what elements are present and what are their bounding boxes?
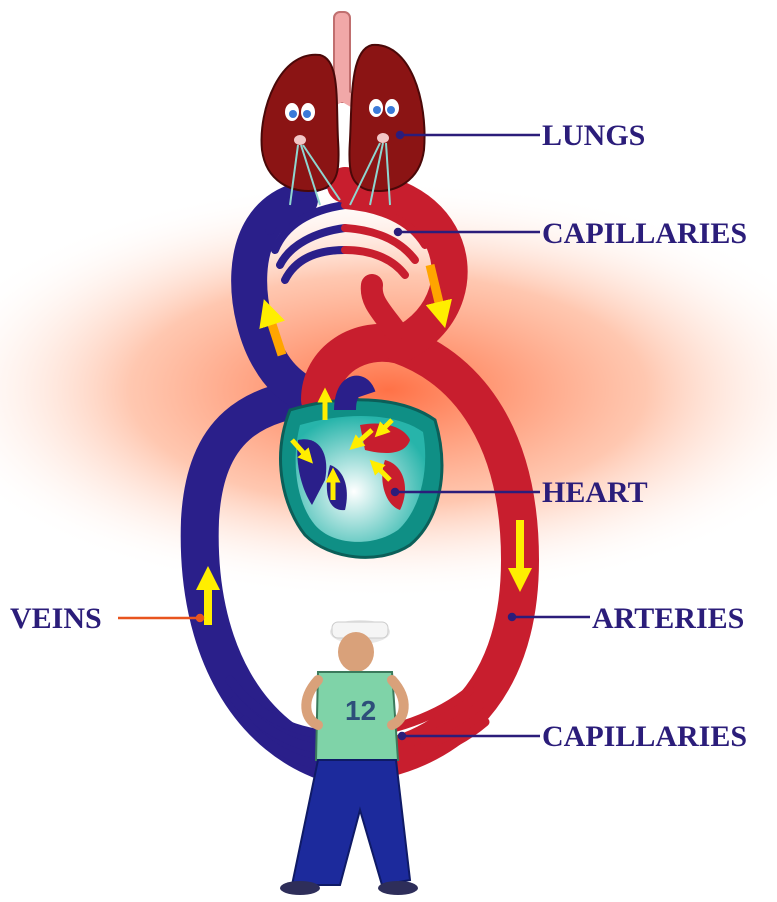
label-heart: HEART — [542, 476, 648, 509]
label-capillaries-top: CAPILLARIES — [542, 217, 747, 250]
svg-text:12: 12 — [345, 695, 376, 726]
label-lungs: LUNGS — [542, 119, 645, 152]
heart-illustration — [281, 387, 442, 558]
left-lung — [262, 55, 339, 191]
label-arteries: ARTERIES — [592, 602, 744, 635]
label-veins: VEINS — [10, 602, 102, 635]
label-capillaries-bottom: CAPILLARIES — [542, 720, 747, 753]
